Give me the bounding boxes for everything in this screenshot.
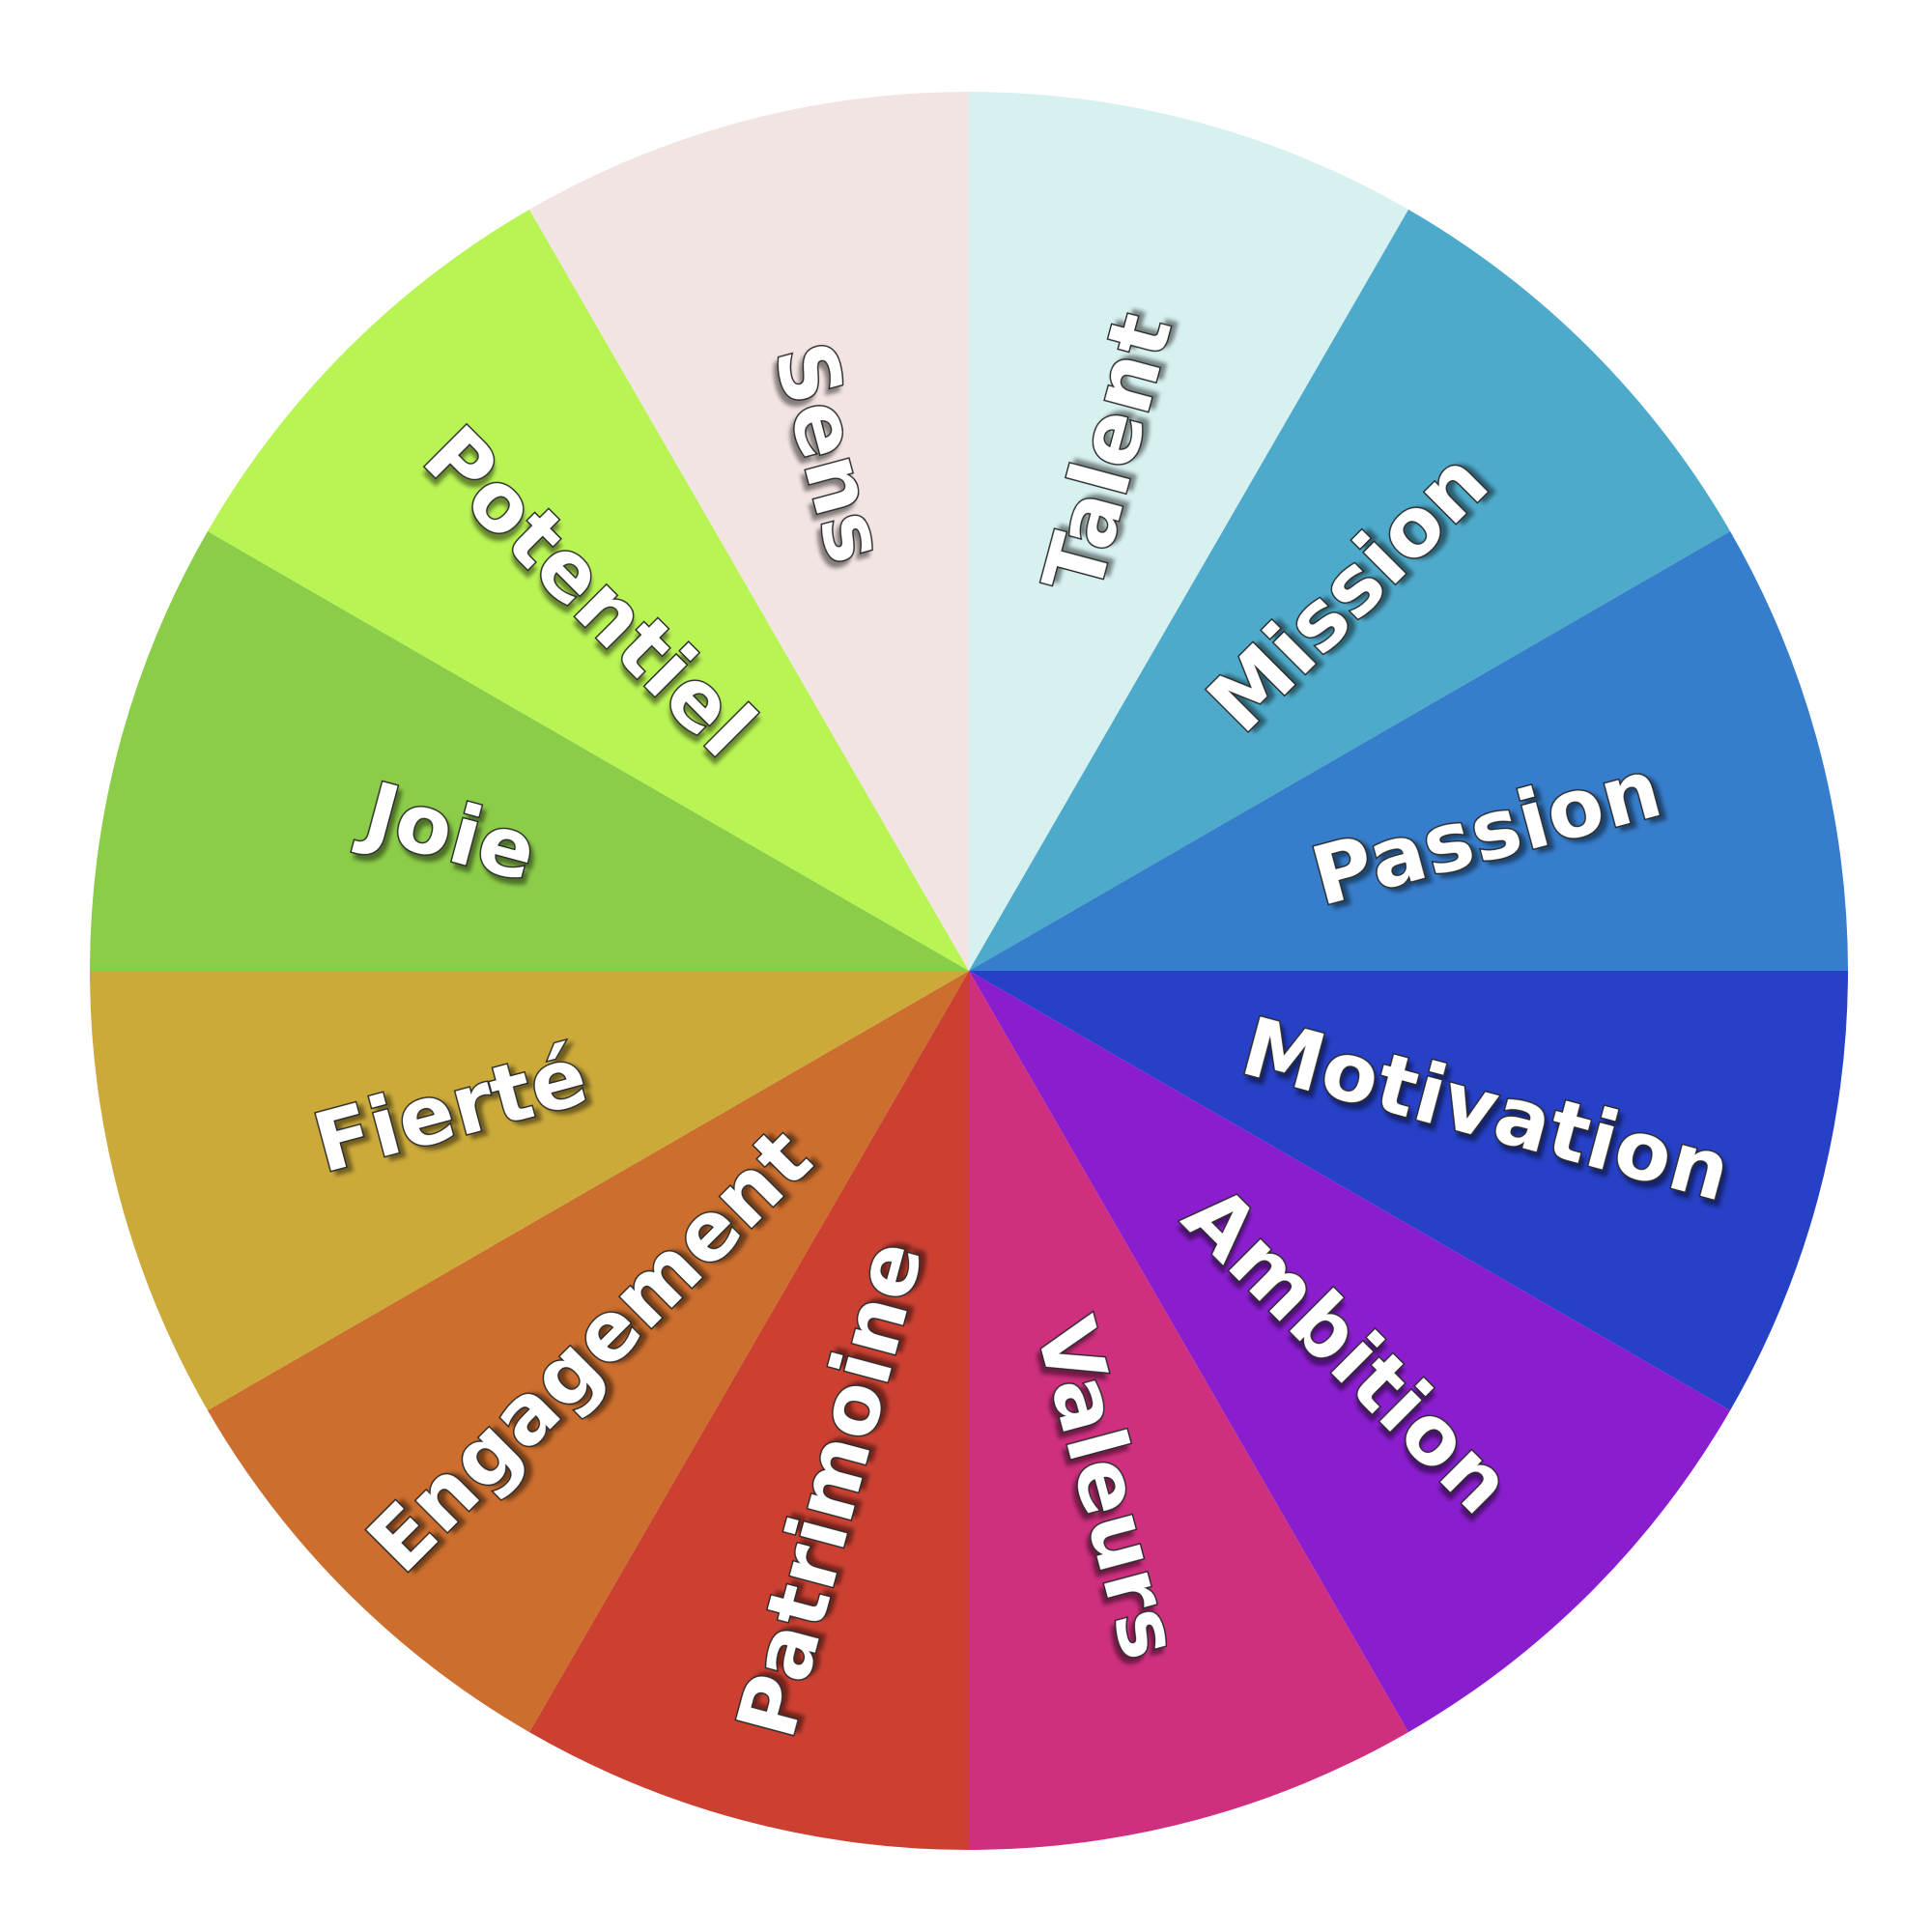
- wheel-slice-motivation: [969, 971, 1848, 1410]
- wheel-slice-sens: [529, 92, 969, 971]
- wheel-slice-talent: [969, 92, 1408, 971]
- wheel-slice-fierte: [90, 971, 969, 1410]
- wheel-slice-patrimoine: [529, 971, 969, 1850]
- wheel-slice-passion: [969, 531, 1848, 971]
- wheel-slice-engagement: [207, 971, 970, 1733]
- wheel-slice-potentiel: [207, 209, 970, 972]
- wheel-slice-valeurs: [969, 971, 1408, 1850]
- wheel-slices: [90, 92, 1848, 1850]
- wheel-slice-joie: [90, 531, 969, 971]
- wheel-slice-mission: [969, 209, 1731, 972]
- wheel-slice-ambition: [969, 971, 1731, 1733]
